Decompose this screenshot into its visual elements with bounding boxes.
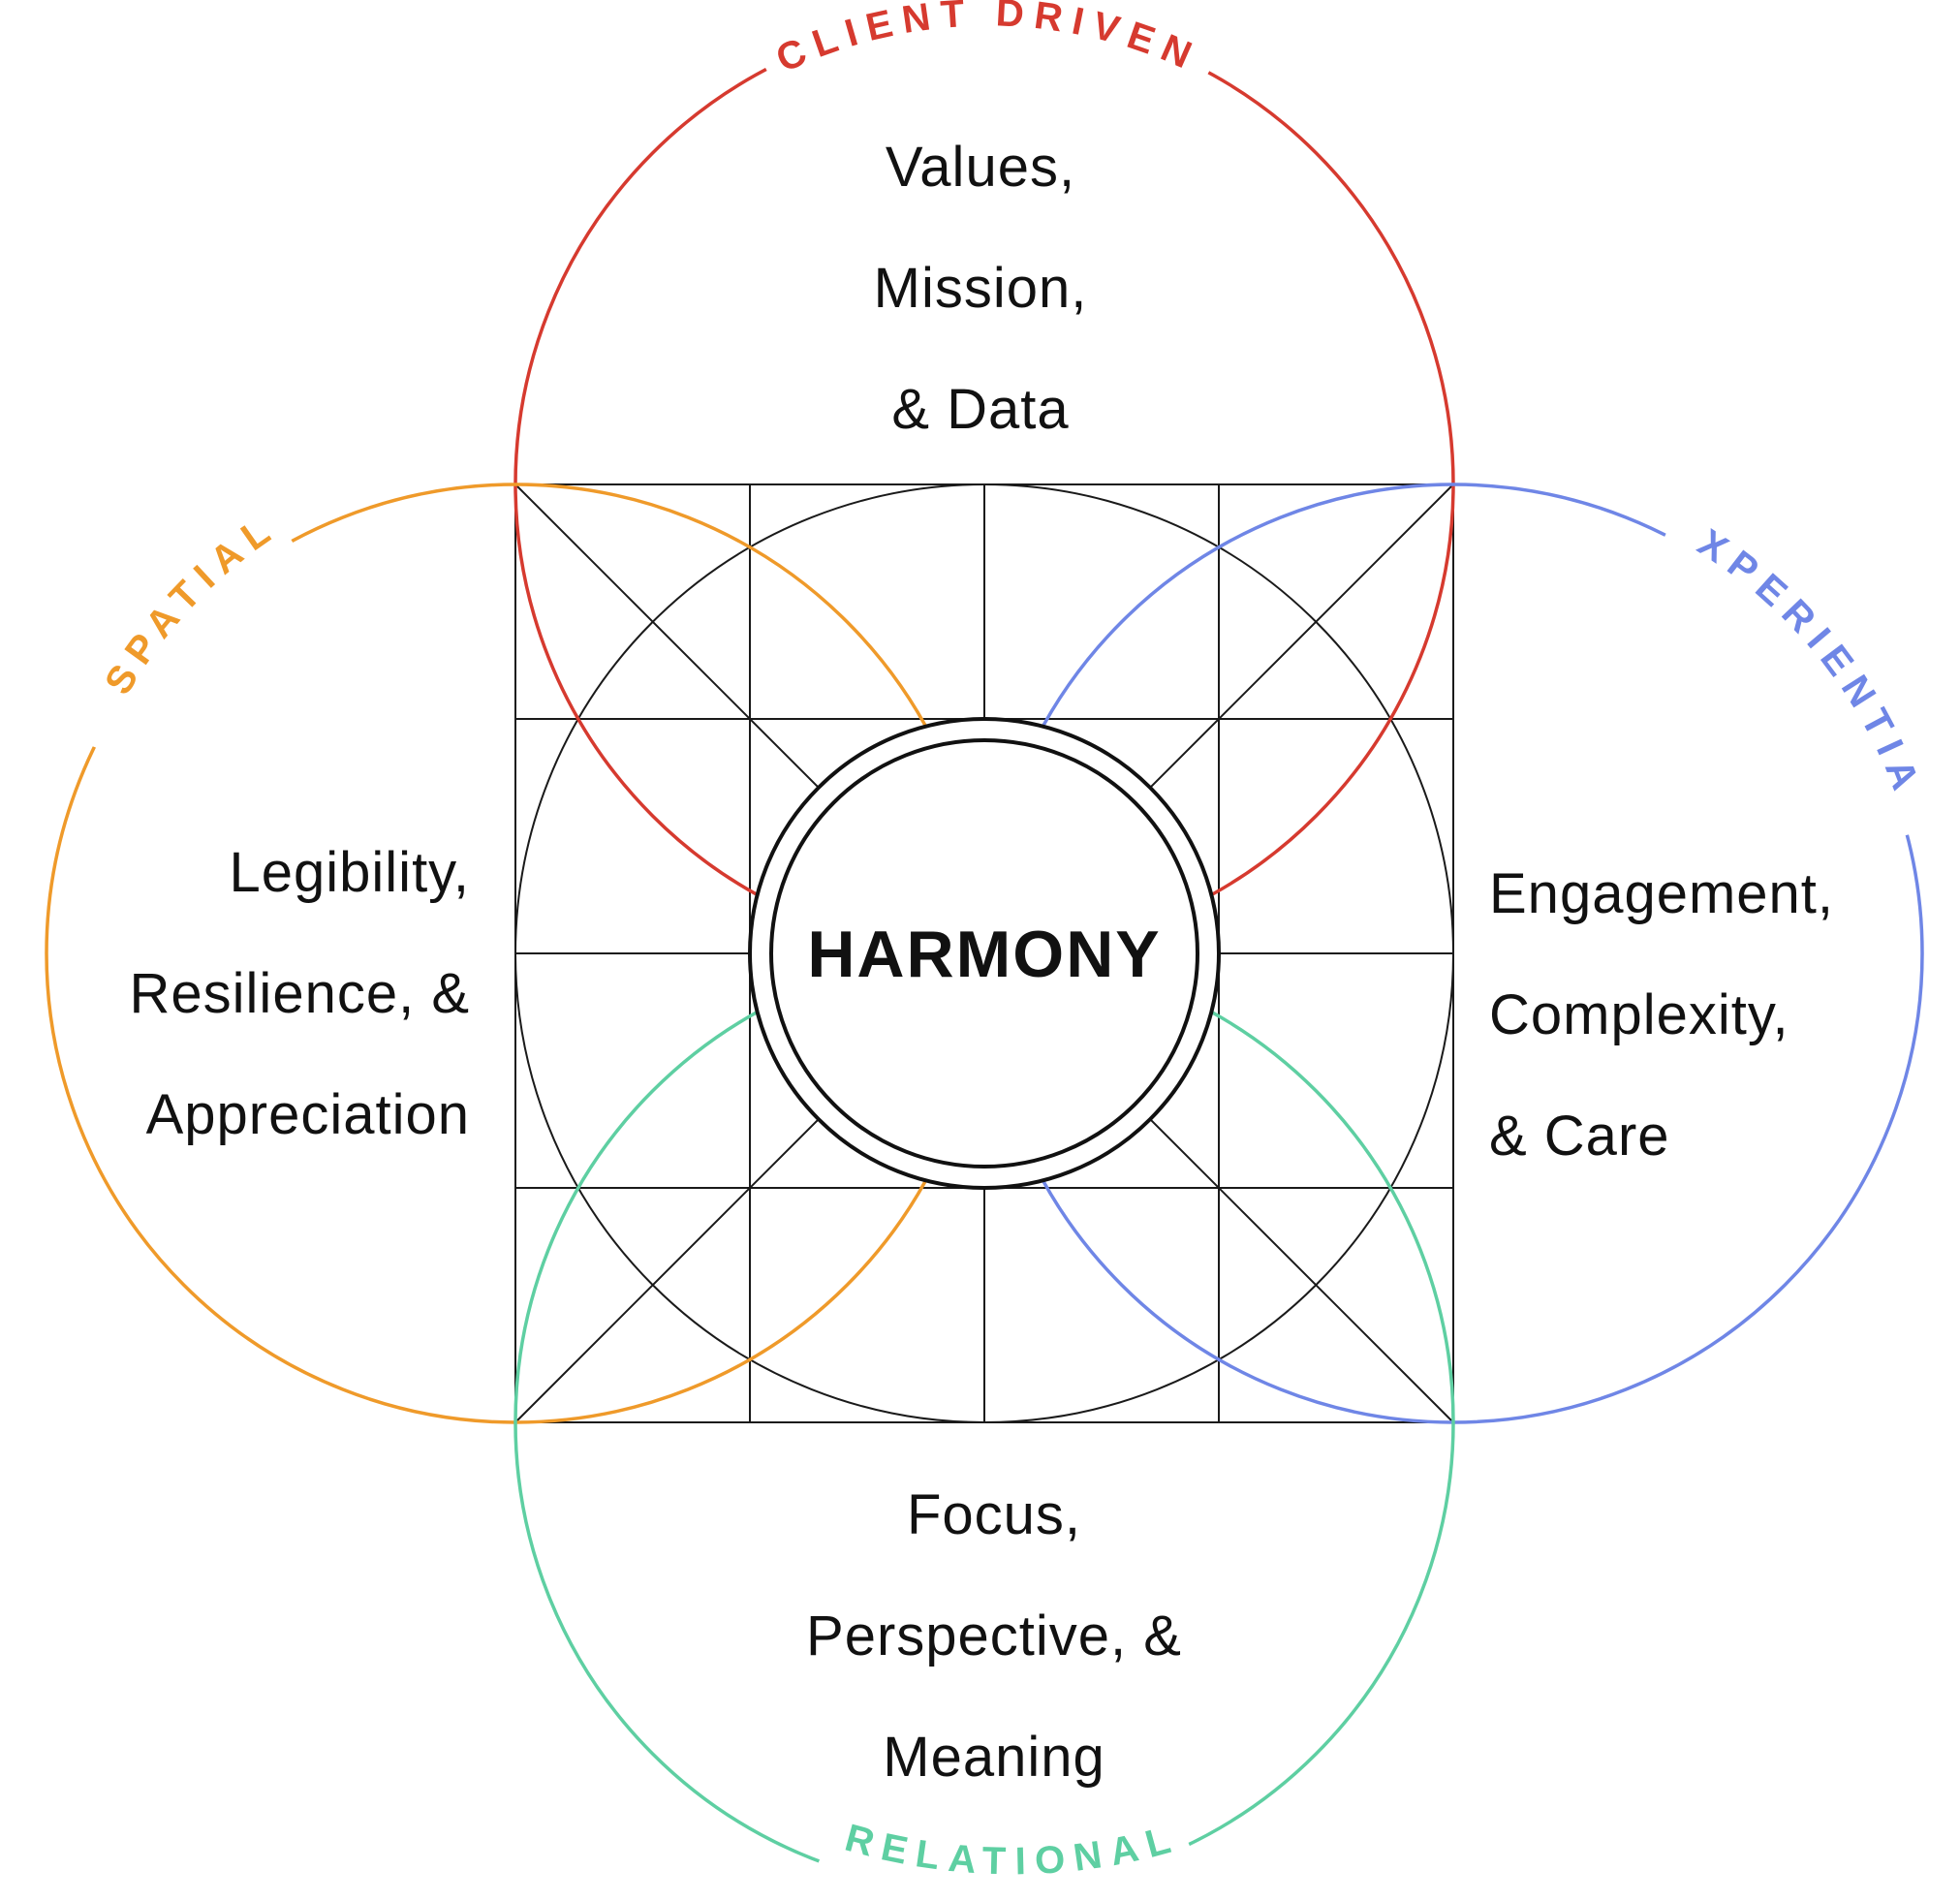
label-spatial: SPATIAL [97, 505, 286, 701]
relational-line-2: Perspective, & [806, 1605, 1182, 1667]
label-gap-bottom [812, 1823, 1203, 1901]
inscribed-circle [514, 483, 1454, 1423]
spatial-line-3: Appreciation [146, 1083, 470, 1146]
experiential-line-1: Engagement, [1489, 862, 1834, 925]
label-gap-right [1653, 507, 1942, 841]
label-gap-top [751, 0, 1226, 94]
center-inner-ring [769, 738, 1199, 1169]
client-driven-line-1: Values, [886, 136, 1075, 199]
center-label: HARMONY [807, 918, 1161, 991]
relational-line-1: Focus, [907, 1483, 1081, 1546]
label-spatial-text: SPATIAL [97, 505, 276, 701]
experiential-line-3: & Care [1489, 1105, 1670, 1168]
label-gap-left [65, 498, 296, 758]
client-driven-line-3: & Data [891, 378, 1069, 441]
client-driven-line-2: Mission, [874, 257, 1088, 320]
relational-line-3: Meaning [883, 1726, 1104, 1789]
spatial-line-1: Legibility, [230, 841, 471, 904]
experiential-line-2: Complexity, [1489, 983, 1789, 1046]
spatial-line-2: Resilience, & [130, 962, 470, 1025]
